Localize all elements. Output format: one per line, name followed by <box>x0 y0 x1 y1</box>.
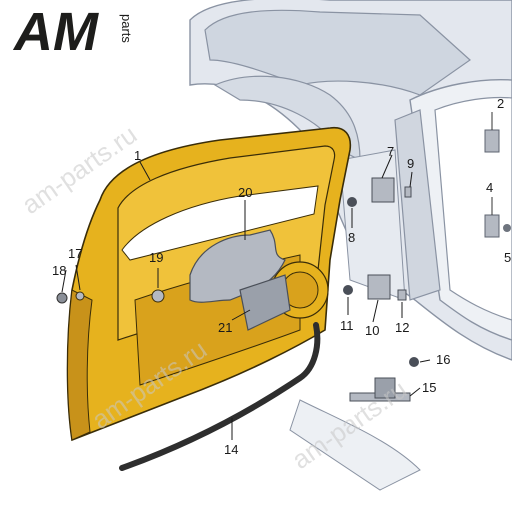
part-16 <box>409 357 419 367</box>
callout-8: 8 <box>348 230 355 245</box>
door-seal <box>119 322 321 471</box>
brand-logo: AM parts <box>12 2 134 62</box>
callout-11: 11 <box>340 318 354 333</box>
part-9 <box>404 186 412 198</box>
part-12 <box>397 289 407 301</box>
callout-1: 1 <box>134 148 141 163</box>
callout-2: 2 <box>497 96 504 111</box>
part-7 <box>371 177 395 203</box>
part-19 <box>151 289 165 303</box>
callout-15: 15 <box>422 380 436 395</box>
part-8 <box>347 197 357 207</box>
door-check <box>349 357 419 402</box>
callout-16: 16 <box>436 352 450 367</box>
callout-19: 19 <box>149 250 163 265</box>
callout-14: 14 <box>224 442 238 457</box>
callout-17: 17 <box>68 246 82 261</box>
right-hinge-parts <box>484 112 511 238</box>
callout-7: 7 <box>387 144 394 159</box>
part-17 <box>75 291 85 301</box>
part-11 <box>343 285 353 295</box>
callout-5: 5 <box>504 250 511 265</box>
callout-20: 20 <box>238 185 252 200</box>
door-hinges <box>343 177 412 301</box>
part-4 <box>484 214 500 238</box>
part-10 <box>367 274 391 300</box>
callout-12: 12 <box>395 320 409 335</box>
logo-sub: parts <box>119 14 134 43</box>
part-2 <box>484 129 500 153</box>
logo-main: AM <box>12 2 99 62</box>
callout-9: 9 <box>407 156 414 171</box>
leader-lines <box>61 154 431 440</box>
part-21 <box>239 274 291 331</box>
regulator-parts <box>189 229 291 331</box>
callout-18: 18 <box>52 263 66 278</box>
callout-10: 10 <box>365 323 379 338</box>
callout-4: 4 <box>486 180 493 195</box>
callout-21: 21 <box>218 320 232 335</box>
part-5 <box>503 224 511 232</box>
callout-labels: 1 2 4 5 7 8 9 10 11 12 14 15 16 17 18 19… <box>52 96 511 457</box>
part-18 <box>56 292 68 304</box>
